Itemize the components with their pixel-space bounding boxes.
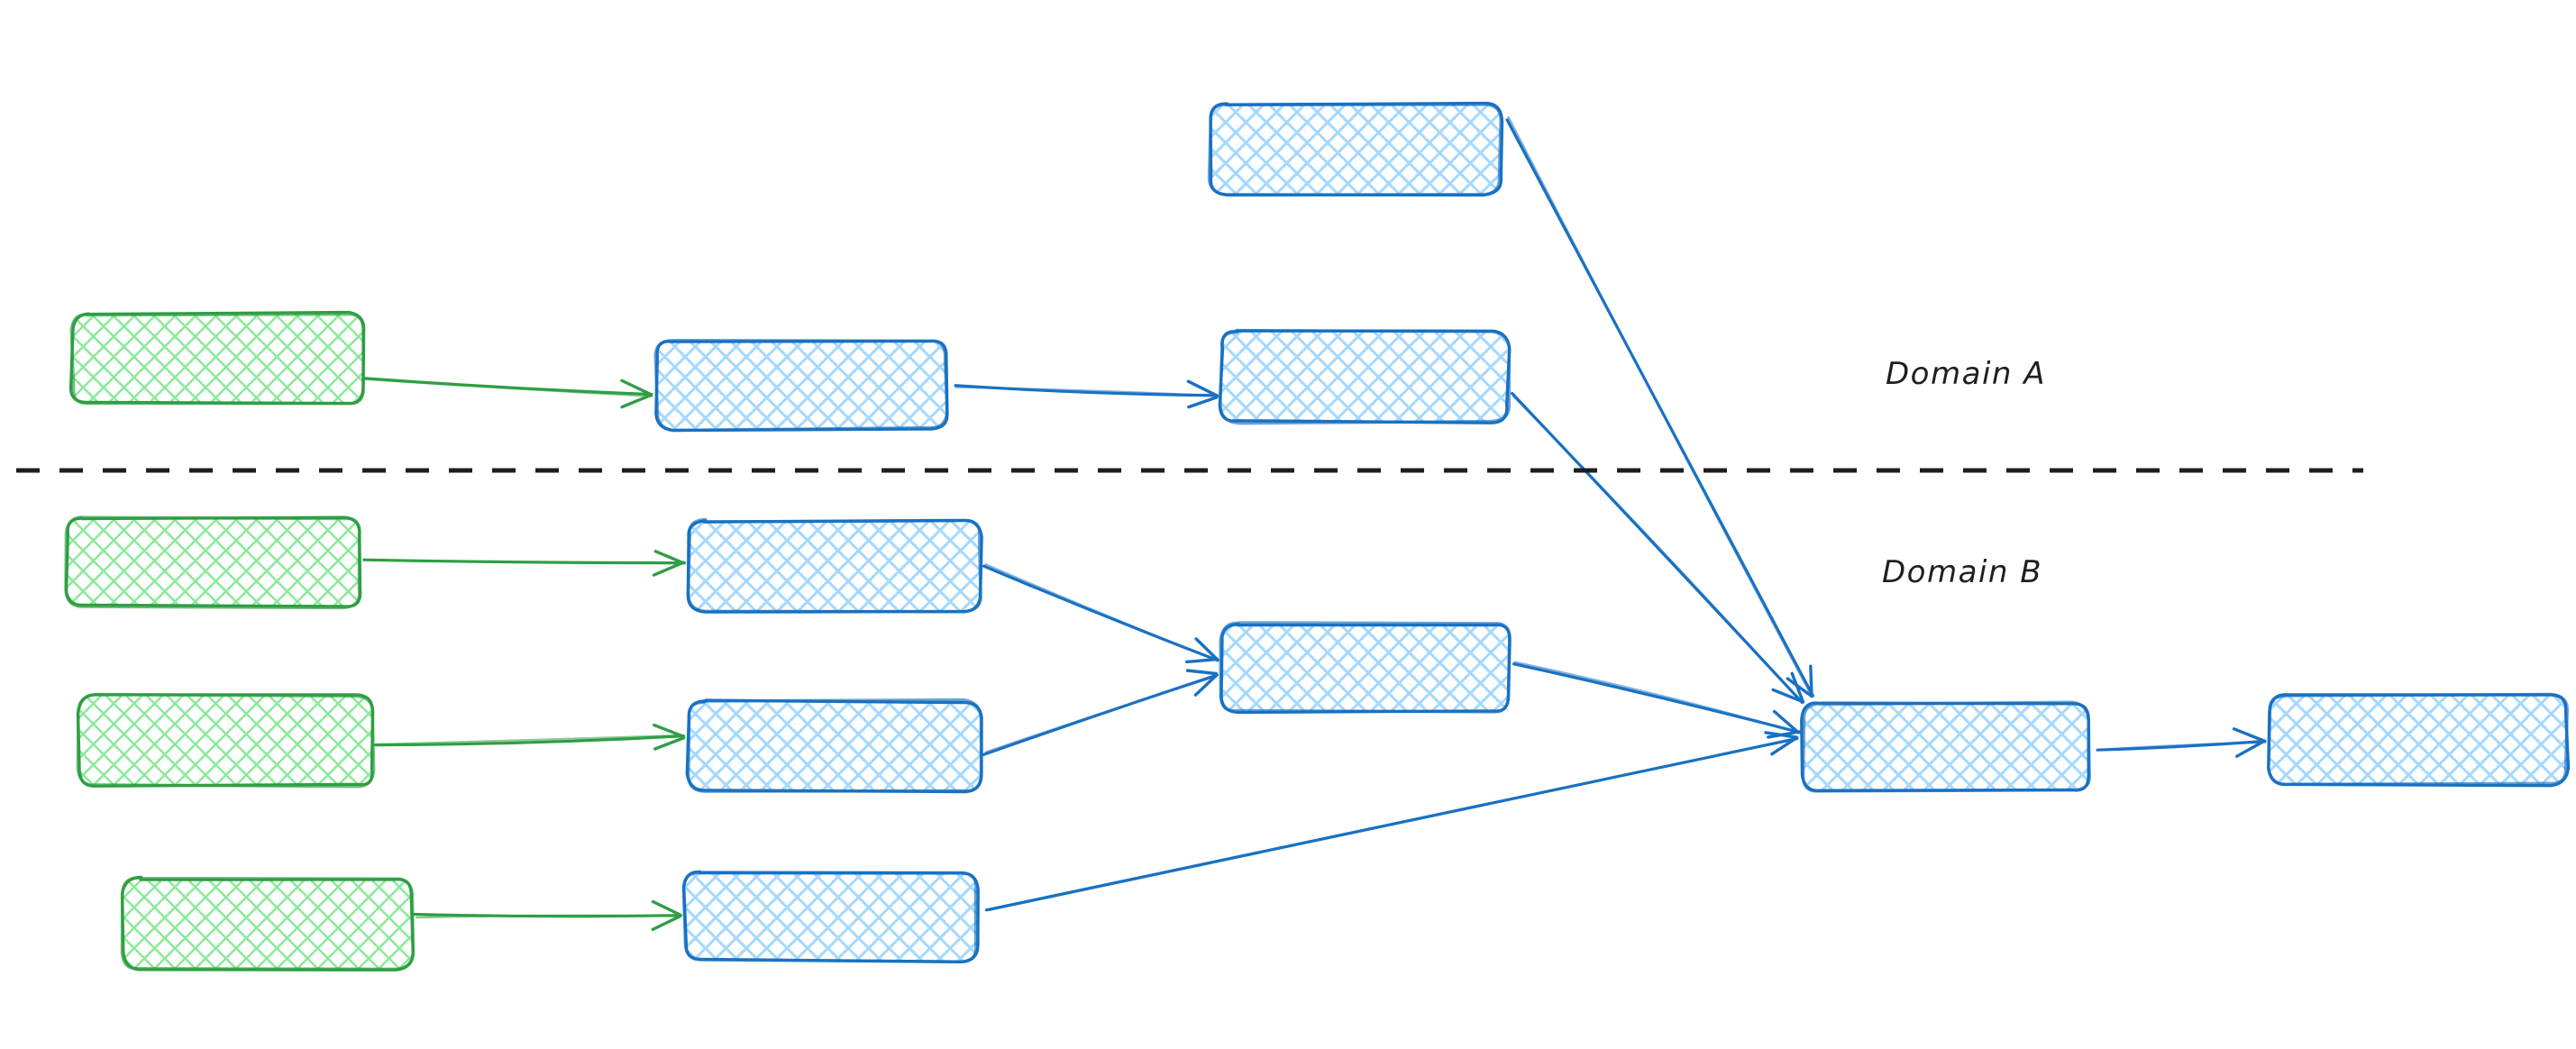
arrowhead-barb	[652, 561, 685, 577]
domain-b-label: Domain B	[1882, 554, 2043, 590]
arrowhead-barb	[1187, 396, 1219, 409]
edge-line-ghost	[1507, 116, 1813, 697]
node-b-proc-2[interactable]	[685, 698, 983, 794]
node-a-src-1[interactable]	[69, 310, 366, 406]
arrowhead-barb	[1186, 379, 1219, 397]
edge-line-ghost	[984, 675, 1218, 753]
edge-line-ghost	[984, 563, 1217, 661]
edge-line-ghost	[955, 386, 1218, 397]
arrowhead-barb	[1185, 657, 1219, 664]
node-fill-hatch-b	[688, 520, 982, 612]
node-b-src-2[interactable]	[76, 692, 376, 789]
edge-line-ghost	[365, 559, 686, 565]
arrowhead-barb	[1790, 671, 1805, 704]
node-fill-hatch-b	[684, 871, 978, 961]
edge-e2[interactable]	[954, 379, 1219, 409]
node-outline	[76, 692, 376, 789]
arrowhead-barb	[1771, 688, 1804, 704]
node-fill-hatch-b	[66, 517, 361, 607]
arrowhead-barb	[1764, 731, 1798, 739]
arrowhead-barb	[1772, 709, 1800, 734]
node-a-proc-0[interactable]	[1207, 101, 1504, 197]
node-b-merge[interactable]	[1219, 621, 1512, 715]
arrowhead-barb	[620, 393, 653, 409]
node-fill-hatch-b	[1803, 702, 2089, 792]
node-b-src-3[interactable]	[120, 875, 416, 971]
edge-line-ghost	[989, 737, 1798, 911]
edge-line-ghost	[415, 914, 681, 919]
node-b-proc-3[interactable]	[681, 870, 980, 963]
edge-e7[interactable]	[412, 899, 682, 932]
arrowhead-barb	[653, 736, 686, 751]
arrowhead-barb	[2232, 727, 2267, 743]
node-fill-hatch-b	[1210, 103, 1501, 195]
node-outline	[1207, 103, 1503, 197]
edge-line	[362, 377, 653, 397]
edge-line-ghost	[375, 734, 682, 746]
edge-e8[interactable]	[982, 563, 1219, 664]
node-outline	[686, 517, 982, 614]
edge-line	[1512, 662, 1802, 734]
arrowhead-barb	[1185, 669, 1218, 676]
node-b-out[interactable]	[2267, 692, 2571, 788]
arrowhead-barb	[651, 915, 681, 932]
arrowhead-barb	[620, 379, 652, 396]
arrowhead-barb	[1194, 637, 1219, 661]
edge-layer	[361, 116, 2267, 932]
node-outline	[681, 871, 978, 963]
node-outline	[686, 698, 983, 793]
node-fill-hatch-b	[1220, 331, 1508, 422]
arrowhead-barb	[653, 550, 686, 565]
node-fill-hatch-b	[655, 340, 946, 430]
edge-e6[interactable]	[373, 723, 686, 751]
node-outline	[69, 313, 365, 406]
node-layer	[64, 101, 2571, 971]
edge-e3[interactable]	[1505, 116, 1814, 698]
edge-e10[interactable]	[1512, 661, 1802, 739]
node-fill-hatch-b	[123, 878, 413, 969]
edge-e12[interactable]	[2096, 727, 2267, 758]
node-a-proc-1[interactable]	[653, 339, 949, 433]
edge-e11[interactable]	[984, 731, 1799, 912]
edge-line-ghost	[361, 378, 653, 397]
node-outline	[653, 339, 949, 433]
node-fill-hatch-b	[71, 313, 365, 405]
edge-line	[373, 734, 685, 747]
node-b-sink[interactable]	[1800, 700, 2091, 793]
node-outline	[120, 876, 416, 971]
arrowhead-barb	[651, 899, 682, 917]
arrowhead-barb	[653, 723, 686, 738]
node-outline	[2267, 692, 2570, 786]
arrowhead-barb	[1770, 735, 1799, 756]
edge-line-ghost	[1513, 661, 1799, 734]
edge-line-ghost	[1512, 395, 1804, 704]
arrowhead-barb	[1193, 673, 1219, 697]
edge-line-ghost	[2096, 741, 2266, 752]
arrowhead-barb	[2235, 740, 2265, 758]
node-b-src-1[interactable]	[64, 515, 362, 610]
node-outline	[1219, 621, 1512, 714]
node-fill-hatch-b	[1220, 623, 1511, 713]
node-b-proc-1[interactable]	[686, 517, 983, 614]
edge-e9[interactable]	[982, 669, 1219, 756]
node-outline	[1219, 328, 1512, 425]
edge-e4[interactable]	[1511, 391, 1805, 705]
node-fill-hatch-b	[2269, 695, 2567, 785]
node-fill-hatch-b	[78, 695, 374, 787]
edge-e5[interactable]	[362, 550, 687, 577]
edge-e1[interactable]	[361, 377, 653, 409]
arrowhead-barb	[1786, 677, 1813, 698]
node-outline	[1801, 700, 2091, 793]
node-fill-hatch-b	[689, 700, 982, 792]
arrowhead-barb	[1809, 664, 1813, 698]
node-a-proc-2[interactable]	[1218, 328, 1512, 425]
domain-a-label: Domain A	[1886, 356, 2046, 392]
node-outline	[64, 515, 361, 610]
